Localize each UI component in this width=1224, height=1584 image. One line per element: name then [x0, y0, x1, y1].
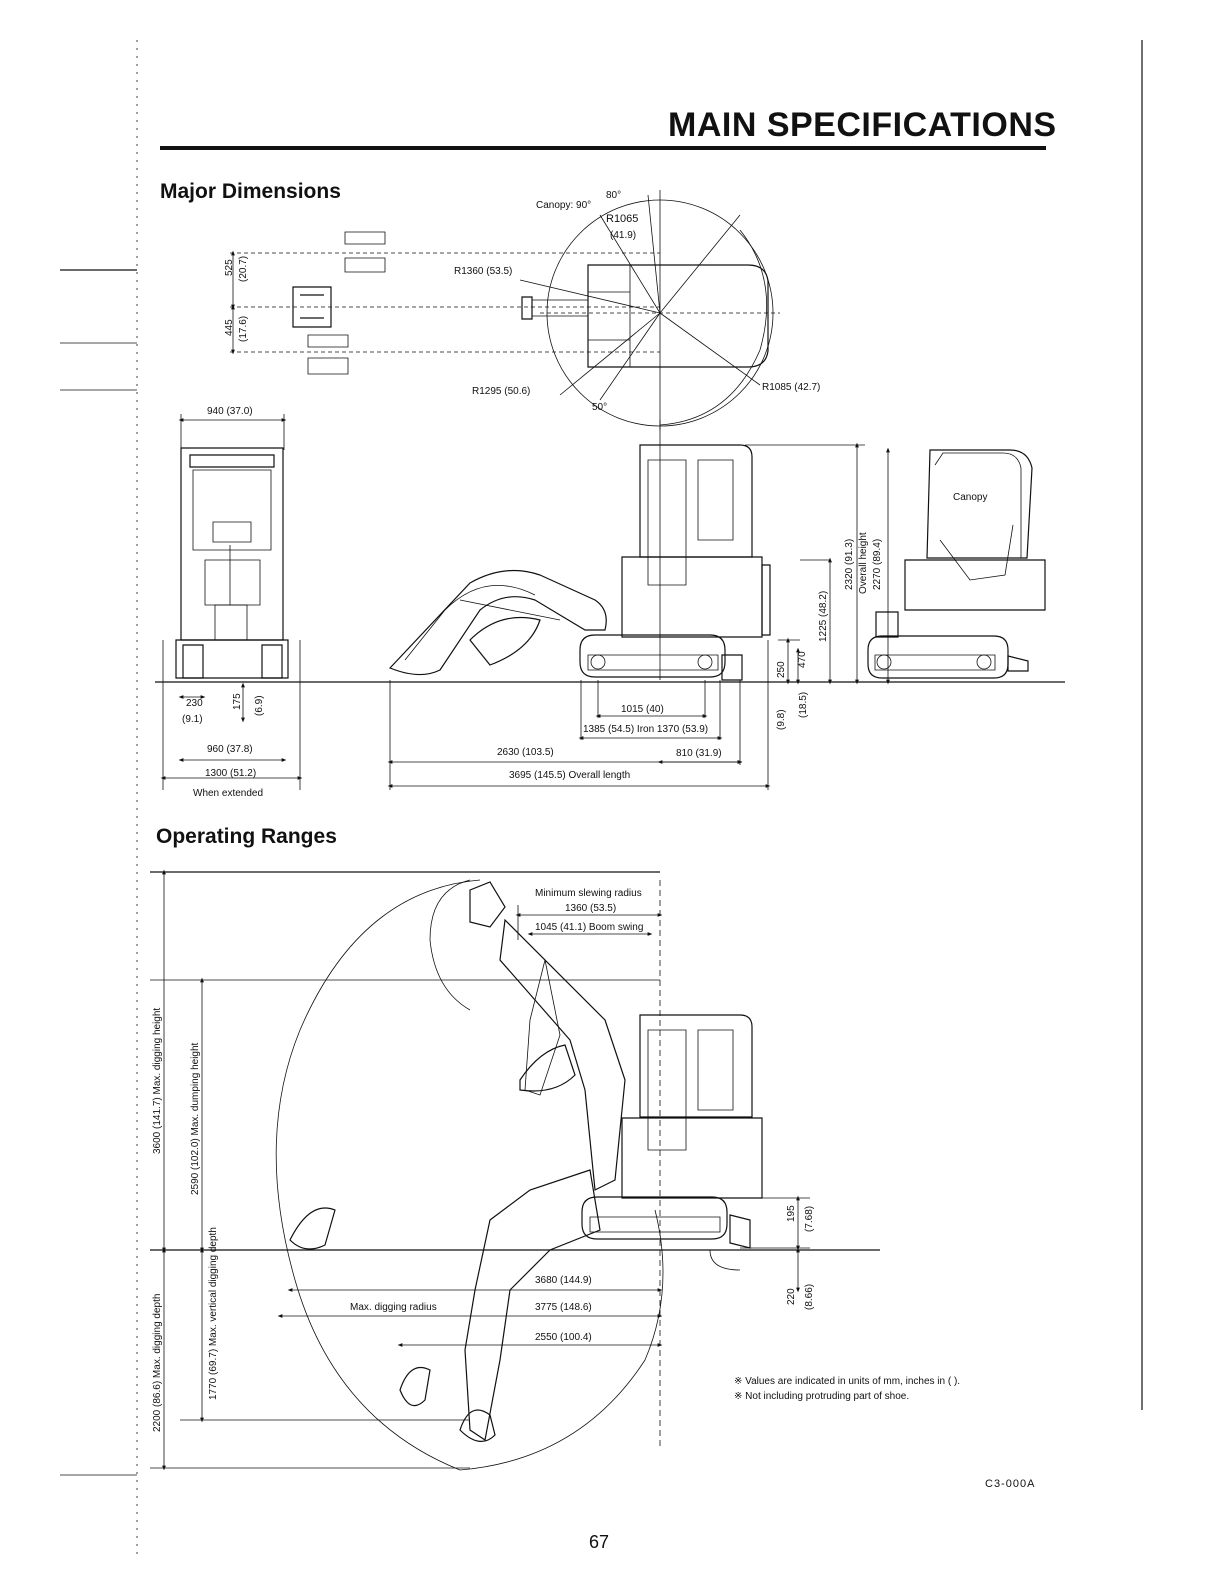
dim-195-in: (7.68)	[804, 1206, 815, 1232]
page-number: 67	[589, 1532, 610, 1552]
top-view: 525 (20.7) 445 (17.6) Canopy: 90° 80° R1…	[224, 190, 820, 430]
dim-max-dump-height: 2590 (102.0) Max. dumping height	[190, 1042, 201, 1195]
margin-marks	[60, 40, 1143, 1560]
dim-250: 250	[776, 661, 787, 678]
operating-ranges: 3600 (141.7) Max. digging height 2590 (1…	[150, 869, 880, 1471]
heading-major-dimensions: Major Dimensions	[160, 180, 341, 203]
dim-1015: 1015 (40)	[621, 704, 664, 715]
dim-250-in: (9.8)	[776, 709, 787, 730]
label-angle-80: 80°	[606, 190, 621, 201]
label-max-dig-radius: Max. digging radius	[350, 1302, 437, 1313]
dim-445: 445	[224, 319, 235, 336]
front-view: 940 (37.0) 230 (9.1) 175 (6.9) 960 (37.8…	[160, 406, 303, 799]
dim-2270: 2270 (89.4)	[872, 539, 883, 590]
dim-3775: 3775 (148.6)	[535, 1302, 592, 1313]
label-overall-height: Overall height	[858, 532, 869, 594]
side-view: 1015 (40) 1385 (54.5) Iron 1370 (53.9) 2…	[387, 420, 890, 790]
label-canopy: Canopy	[953, 492, 987, 503]
canopy-view: Canopy	[867, 449, 1046, 679]
dim-max-vert-depth: 1770 (69.7) Max. vertical digging depth	[208, 1227, 219, 1400]
dim-940: 940 (37.0)	[207, 406, 253, 417]
dim-220: 220	[786, 1288, 797, 1305]
dim-2320: 2320 (91.3)	[844, 539, 855, 590]
dim-3680: 3680 (144.9)	[535, 1275, 592, 1286]
document-code: C3-000A	[985, 1478, 1036, 1490]
label-r1065: R1065	[606, 213, 638, 225]
dim-195: 195	[786, 1205, 797, 1222]
dim-max-dig-depth: 2200 (86.6) Max. digging depth	[152, 1294, 163, 1432]
dim-230: 230	[186, 698, 203, 709]
dim-810: 810 (31.9)	[676, 748, 722, 759]
dim-1300: 1300 (51.2)	[205, 768, 256, 779]
dim-175: 175	[232, 693, 243, 710]
dim-1045: 1045 (41.1) Boom swing	[535, 922, 643, 933]
dim-2550: 2550 (100.4)	[535, 1332, 592, 1343]
dim-470: 470	[797, 651, 808, 668]
dim-3695: 3695 (145.5) Overall length	[509, 770, 630, 781]
label-min-slew: Minimum slewing radius	[535, 888, 642, 899]
label-r1360: R1360 (53.5)	[454, 266, 512, 277]
dim-470-in: (18.5)	[798, 692, 809, 718]
dim-525: 525	[224, 259, 235, 276]
dim-230-in: (9.1)	[182, 714, 203, 725]
title-rule	[160, 146, 1046, 150]
dim-445-in: (17.6)	[238, 316, 249, 342]
dim-1385: 1385 (54.5) Iron 1370 (53.9)	[583, 724, 708, 735]
label-r1085: R1085 (42.7)	[762, 382, 820, 393]
dim-max-dig-height: 3600 (141.7) Max. digging height	[152, 1008, 163, 1154]
label-angle-50: 50°	[592, 402, 607, 413]
dim-525-in: (20.7)	[238, 256, 249, 282]
dim-960: 960 (37.8)	[207, 744, 253, 755]
label-r1295: R1295 (50.6)	[472, 386, 530, 397]
dim-220-in: (8.66)	[804, 1284, 815, 1310]
dim-1225: 1225 (48.2)	[818, 591, 829, 642]
label-when-extended: When extended	[193, 788, 263, 799]
dim-175-in: (6.9)	[254, 695, 265, 716]
heading-operating-ranges: Operating Ranges	[156, 825, 337, 848]
label-r1065-in: (41.9)	[610, 230, 636, 241]
note-units: ※ Values are indicated in units of mm, i…	[734, 1376, 960, 1387]
note-shoe: ※ Not including protruding part of shoe.	[734, 1391, 909, 1402]
dim-1360: 1360 (53.5)	[565, 903, 616, 914]
label-canopy-angle: Canopy: 90°	[536, 200, 591, 211]
page-title: MAIN SPECIFICATIONS	[668, 106, 1057, 144]
dim-2630: 2630 (103.5)	[497, 747, 554, 758]
